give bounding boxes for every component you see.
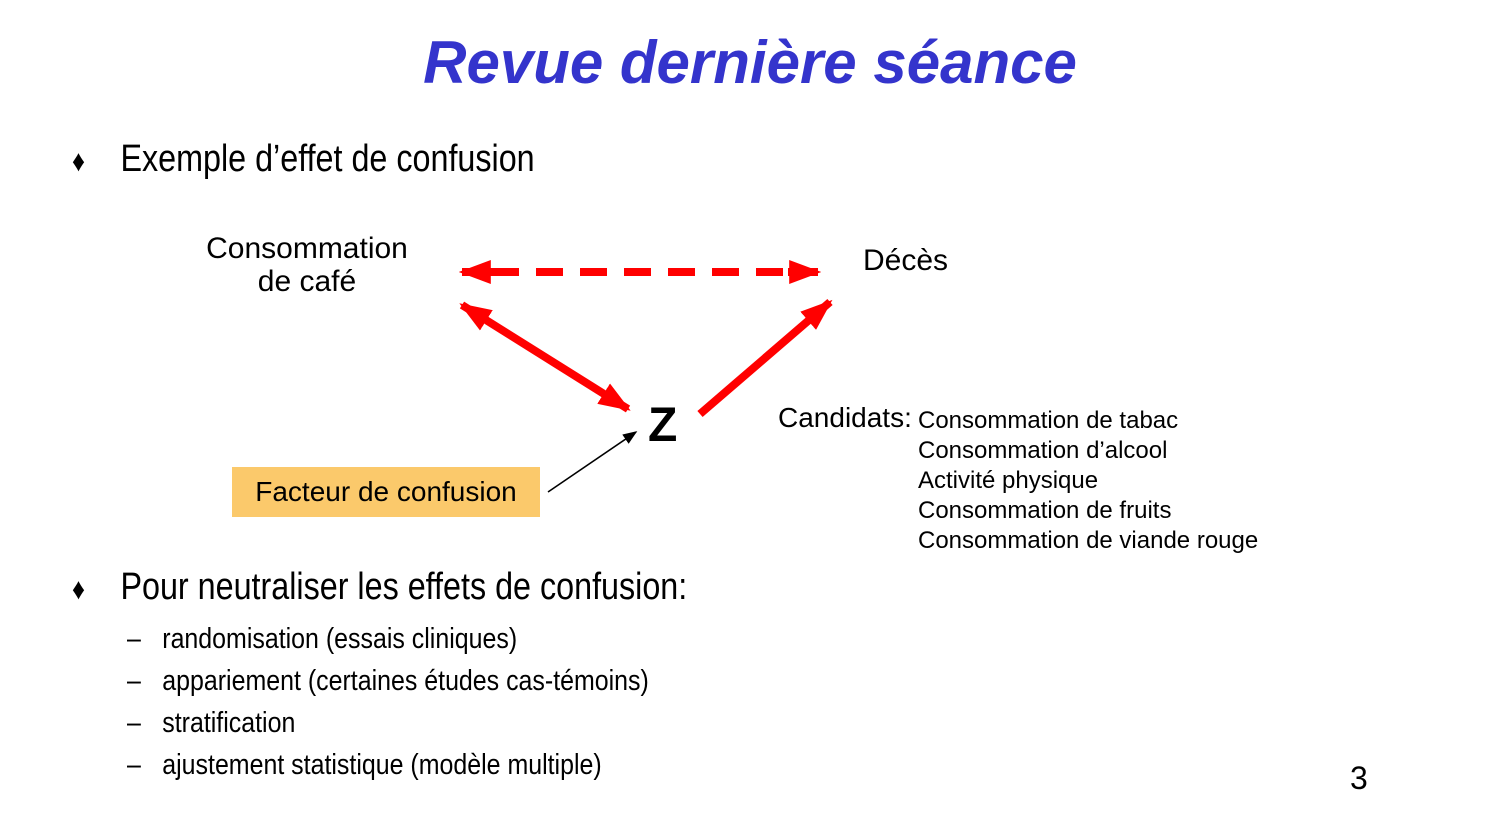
dash-bullet-icon: – xyxy=(127,665,141,697)
bullet-exemple: ♦ Exemple d’effet de confusion xyxy=(72,140,535,178)
confounder-symbol: Z xyxy=(648,399,678,452)
candidate-item: Consommation d’alcool xyxy=(918,437,1168,464)
list-item: –randomisation (essais cliniques) xyxy=(127,618,649,660)
list-item: –appariement (certaines études cas-témoi… xyxy=(127,660,649,702)
sub-item-text: randomisation (essais cliniques) xyxy=(162,623,518,655)
list-item: –ajustement statistique (modèle multiple… xyxy=(127,744,649,786)
candidate-item: Consommation de viande rouge xyxy=(918,527,1259,554)
bullet-neutraliser: ♦ Pour neutraliser les effets de confusio… xyxy=(72,568,687,606)
sub-item-text: appariement (certaines études cas-témoin… xyxy=(162,665,649,697)
bullet-exemple-text: Exemple d’effet de confusion xyxy=(120,138,535,180)
dash-bullet-icon: – xyxy=(127,623,141,655)
candidates-list: Consommation de tabac Consommation d’alc… xyxy=(918,406,1258,556)
candidates-label: Candidats: xyxy=(778,402,912,433)
dash-bullet-icon: – xyxy=(127,749,141,781)
confounder-exposure-arrow xyxy=(459,301,631,413)
sub-item-text: stratification xyxy=(162,707,296,739)
bullet-neutraliser-text: Pour neutraliser les effets de confusion… xyxy=(120,566,688,608)
diamond-bullet-icon: ♦ xyxy=(72,573,86,606)
page-number: 3 xyxy=(1350,760,1368,796)
exposure-label: Consommation de café xyxy=(206,232,408,298)
candidate-item: Consommation de fruits xyxy=(918,497,1172,524)
candidate-item: Consommation de tabac xyxy=(918,407,1179,434)
confounder-box-label: Facteur de confusion xyxy=(255,476,517,507)
label-pointer-arrow xyxy=(547,431,638,493)
dash-bullet-icon: – xyxy=(127,707,141,739)
sub-bullet-list: –randomisation (essais cliniques) –appar… xyxy=(127,618,649,786)
diamond-bullet-icon: ♦ xyxy=(72,145,86,178)
sub-item-text: ajustement statistique (modèle multiple) xyxy=(162,749,602,781)
candidate-item: Activité physique xyxy=(918,467,1099,494)
confounder-outcome-arrow xyxy=(697,298,833,418)
slide-title: Revue dernière séance xyxy=(423,29,1077,96)
list-item: –stratification xyxy=(127,702,649,744)
outcome-label: Décès xyxy=(863,244,949,277)
confounder-box: Facteur de confusion xyxy=(232,467,540,517)
